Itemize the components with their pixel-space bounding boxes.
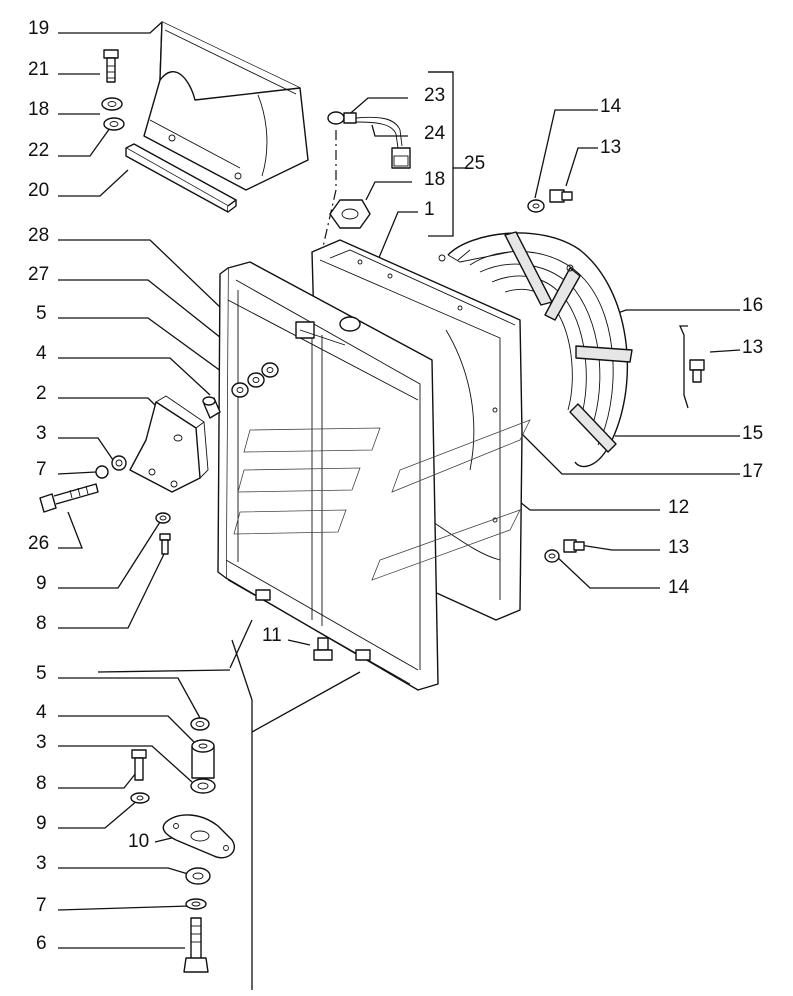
callout-17: 17 (742, 461, 763, 482)
part-fan-guard (438, 231, 633, 468)
part-washer-5-lower (190, 717, 210, 731)
callout-14: 14 (668, 577, 690, 598)
callout-8: 8 (36, 613, 47, 634)
callout-22: 22 (28, 140, 49, 161)
part-washer-22 (103, 117, 125, 131)
callout-9: 9 (36, 573, 47, 594)
callout-24: 24 (424, 123, 446, 144)
part-cover-shroud (143, 21, 309, 191)
callout-20: 20 (28, 180, 49, 201)
callout-28: 28 (28, 225, 49, 246)
callout-18: 18 (424, 169, 445, 190)
callout-4: 4 (36, 702, 47, 723)
part-washer-9-upper (155, 512, 171, 524)
callout-8: 8 (36, 773, 47, 794)
callout-9: 9 (36, 813, 47, 834)
callout-26: 26 (28, 533, 49, 554)
callout-2: 2 (36, 383, 47, 404)
part-washer-3-bottom (185, 867, 211, 885)
part-flange-18 (329, 199, 371, 229)
callout-6: 6 (36, 933, 47, 954)
part-washer-18 (101, 97, 123, 111)
callout-10: 10 (128, 831, 149, 852)
callout-18: 18 (28, 99, 49, 120)
callout-15: 15 (742, 423, 763, 444)
part-washer-3-lower (190, 778, 216, 794)
callout-3: 3 (36, 423, 47, 444)
part-bolt-26 (39, 483, 99, 513)
callout-19: 19 (28, 18, 49, 39)
callout-11: 11 (262, 625, 282, 646)
callout-25: 25 (464, 153, 485, 174)
part-bolt-21 (103, 49, 119, 83)
callout-3: 3 (36, 853, 47, 874)
callout-7: 7 (36, 895, 47, 916)
callout-23: 23 (424, 85, 445, 106)
callout-13: 13 (742, 337, 763, 358)
part-washer-14-upper (527, 199, 545, 213)
callout-4: 4 (36, 343, 47, 364)
part-bolt-6 (183, 917, 209, 973)
part-bolt-13-lower (563, 539, 585, 553)
part-washer-9-lower (130, 792, 150, 804)
callout-7: 7 (36, 459, 47, 480)
part-bolt-11 (313, 637, 333, 661)
callout-5: 5 (36, 663, 47, 684)
callout-13: 13 (600, 137, 621, 158)
callout-3: 3 (36, 732, 47, 753)
part-bolt-8-upper (159, 533, 171, 555)
part-bushing-4-lower (191, 739, 215, 779)
callout-14: 14 (600, 96, 622, 117)
part-washer-7-bottom (185, 898, 207, 910)
part-radiator (217, 261, 531, 691)
part-washer-3-upper (111, 455, 127, 471)
callout-13: 13 (668, 537, 689, 558)
callout-27: 27 (28, 264, 49, 285)
callout-5: 5 (36, 303, 47, 324)
part-plate-10 (162, 814, 235, 859)
callout-labels: 19 21 18 22 20 28 27 5 4 2 3 7 26 9 8 11… (28, 18, 763, 954)
callout-12: 12 (668, 497, 689, 518)
part-washer-5-upper (231, 382, 249, 398)
part-washer-27 (247, 372, 265, 388)
callout-1: 1 (424, 199, 435, 220)
part-bolt-13-upper (549, 189, 573, 203)
part-strip-20 (125, 143, 237, 213)
part-sensor-cable (327, 111, 411, 169)
axis-centerline (317, 130, 337, 301)
part-bushing-4-upper (202, 396, 221, 419)
part-bracket-2 (129, 395, 209, 493)
part-bolt-8-lower (131, 749, 147, 781)
part-bolt-13-right (689, 359, 705, 383)
part-washer-14-lower (544, 549, 560, 563)
callout-21: 21 (28, 59, 49, 80)
part-washer-7-upper (95, 465, 109, 479)
part-nut-28 (261, 362, 279, 378)
callout-16: 16 (742, 295, 763, 316)
